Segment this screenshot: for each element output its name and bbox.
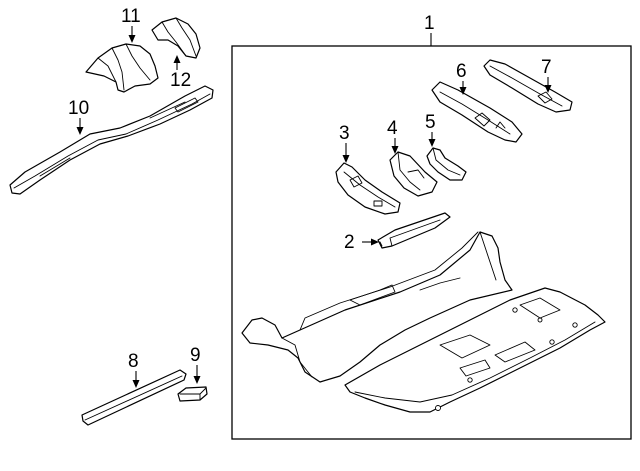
part-3-tab bbox=[373, 200, 383, 207]
callout-6-arrow bbox=[459, 87, 467, 95]
part-12-fold-a bbox=[161, 21, 187, 57]
rear-floor-panel-a bbox=[439, 334, 491, 359]
part-6-crossmember: 6 bbox=[431, 61, 523, 143]
callout-11-arrow bbox=[128, 35, 136, 43]
callout-5-number: 5 bbox=[425, 112, 436, 133]
part-10-shape bbox=[9, 85, 214, 195]
part-8-reinforcement: 8 bbox=[81, 351, 187, 426]
floor-hole-2 bbox=[467, 377, 473, 383]
callout-4-arrow bbox=[391, 146, 399, 154]
part-4-detail bbox=[407, 169, 425, 179]
callout-7-number: 7 bbox=[541, 57, 552, 78]
callout-1: 1 bbox=[424, 13, 435, 46]
part-11-fold-a bbox=[111, 47, 125, 91]
part-6-pad bbox=[474, 112, 491, 127]
callout-4-number: 4 bbox=[387, 118, 398, 139]
part-9-edges bbox=[179, 387, 207, 401]
callout-1-number: 1 bbox=[424, 13, 435, 34]
floor-hole-1 bbox=[435, 405, 441, 411]
part-5-bracket: 5 bbox=[425, 112, 467, 181]
rear-floor-flange bbox=[354, 321, 596, 403]
part-10-slot bbox=[174, 97, 199, 113]
floor-hole-3 bbox=[512, 307, 518, 313]
part-4-shape bbox=[389, 151, 438, 197]
part-3-crossmember: 3 bbox=[335, 123, 401, 215]
callout-9-arrow bbox=[193, 376, 201, 384]
part-5-fold bbox=[432, 147, 461, 176]
part-5-shape bbox=[426, 147, 467, 181]
part-12-shape bbox=[151, 17, 201, 59]
part-8-edge bbox=[84, 375, 183, 421]
callout-6-number: 6 bbox=[456, 61, 467, 82]
callout-9-number: 9 bbox=[190, 345, 201, 366]
floor-hole-6 bbox=[537, 317, 543, 323]
callout-5-arrow bbox=[428, 139, 436, 147]
part-7-pad bbox=[537, 91, 553, 104]
floor-hole-4 bbox=[549, 339, 555, 345]
rear-floor-panel-d bbox=[519, 297, 561, 319]
tunnel-top-ridge bbox=[299, 231, 479, 331]
part-6-ridge bbox=[439, 91, 511, 135]
part-10-rail: 10 bbox=[9, 85, 214, 195]
part-11-fold-b bbox=[125, 43, 151, 81]
tunnel-slot bbox=[349, 284, 396, 306]
part-12-fold-b bbox=[175, 17, 197, 57]
part-7-crossmember: 7 bbox=[483, 57, 573, 113]
part-2-edge bbox=[379, 219, 441, 247]
callout-12-arrow bbox=[173, 55, 181, 63]
callout-3-arrow bbox=[342, 155, 350, 163]
part-11-shape bbox=[85, 43, 159, 93]
part-4-fold bbox=[397, 151, 421, 191]
callout-10-arrow bbox=[76, 127, 84, 135]
callout-8-arrow bbox=[132, 380, 140, 388]
callout-2-arrow bbox=[371, 238, 379, 246]
callout-7-arrow bbox=[544, 85, 552, 93]
floor-tunnel-section bbox=[241, 231, 513, 383]
part-1-floor-pan bbox=[241, 231, 606, 413]
callout-10-number: 10 bbox=[68, 98, 89, 119]
tunnel-flange bbox=[479, 231, 497, 281]
part-6-notch bbox=[495, 121, 506, 129]
tunnel-edge-line bbox=[281, 337, 313, 378]
part-11-fold-c bbox=[97, 57, 117, 83]
part-3-slot bbox=[349, 175, 363, 188]
callout-11-number: 11 bbox=[121, 6, 141, 27]
rear-floor-panel-b bbox=[494, 341, 536, 363]
part-12-cap: 12 bbox=[151, 17, 201, 91]
part-11-bracket: 11 bbox=[85, 6, 159, 93]
callout-3-number: 3 bbox=[339, 123, 350, 144]
part-2-bracket: 2 bbox=[344, 212, 451, 253]
callout-8-number: 8 bbox=[128, 351, 139, 372]
callout-2-number: 2 bbox=[344, 232, 355, 253]
callout-12-number: 12 bbox=[170, 70, 191, 91]
floor-hole-5 bbox=[572, 322, 578, 328]
part-4-bracket: 4 bbox=[387, 118, 438, 197]
part-10-flange bbox=[13, 93, 211, 189]
part-3-shape bbox=[335, 162, 401, 215]
rear-floor-panel-c bbox=[459, 359, 491, 377]
part-2-shape bbox=[377, 212, 451, 249]
part-9-block: 9 bbox=[177, 345, 208, 402]
part-10-detail bbox=[39, 101, 186, 177]
tunnel-rib bbox=[419, 277, 461, 291]
